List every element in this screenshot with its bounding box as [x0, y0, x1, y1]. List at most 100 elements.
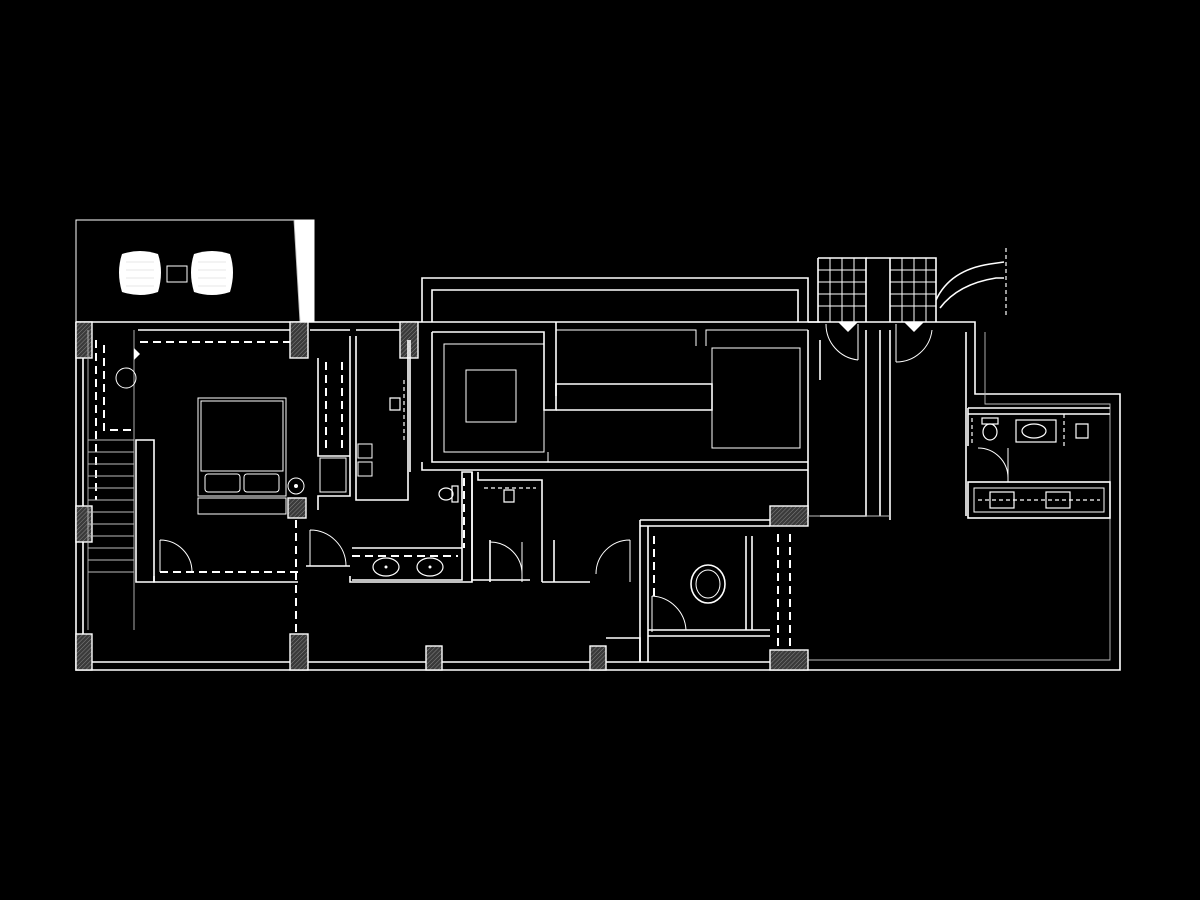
nightstand-lamp [287, 477, 305, 495]
bedroom-south-wall [153, 576, 298, 583]
atrium-inner-walls [555, 383, 713, 411]
stair-direction-arrow [134, 348, 140, 360]
void-opening [711, 347, 801, 449]
wall-outer-left-bottom [75, 322, 808, 671]
kitchen-counter [967, 481, 1111, 519]
stair-b-treads [890, 258, 936, 322]
powder-walls [967, 407, 1110, 446]
bath2-door-swing [651, 595, 687, 632]
bath2-south-wall [648, 629, 770, 637]
counter-sink [989, 491, 1015, 509]
bedroom-door-swing [159, 539, 193, 573]
central-living-area [421, 322, 808, 471]
column [289, 633, 309, 671]
counter-hob [1045, 491, 1071, 509]
powder-dashed [971, 414, 1065, 446]
powder-fixture [1075, 423, 1089, 439]
bathroom-second [639, 519, 791, 662]
stair-handrail-dashed-2 [103, 345, 136, 431]
bed-headboard [197, 497, 287, 515]
bath2-walls [639, 519, 770, 662]
master-bathroom [349, 471, 473, 583]
stair-treads [88, 439, 134, 573]
staircase-left [87, 330, 155, 630]
wall-top-center-outer [421, 277, 809, 322]
toilet-powder [981, 417, 999, 441]
column [287, 497, 307, 519]
outdoor-side-table [166, 265, 188, 283]
structural-columns [75, 321, 809, 671]
powder-vanity [1015, 419, 1057, 443]
stair-stringers [87, 330, 135, 630]
wall-right-outer [808, 321, 1121, 671]
living-south-wall [421, 462, 808, 471]
entrance-stairs [817, 248, 1007, 520]
corridor-door-swing-2 [595, 539, 631, 582]
wall-top-center-inner [431, 289, 799, 322]
stair-newel [115, 367, 137, 389]
powder-door-swing [977, 447, 1009, 482]
terrace-edge [293, 219, 301, 323]
outdoor-chair-left [119, 251, 161, 295]
bath2-right-wall [745, 536, 753, 630]
column [75, 633, 93, 671]
bedroom [140, 341, 350, 634]
terrace-wall-fill [294, 220, 314, 322]
terrace [75, 219, 315, 323]
corridor-walls [542, 540, 590, 583]
bathroom-walls [349, 471, 473, 583]
bed-mattress [200, 400, 284, 472]
tv-wall-unit [389, 397, 401, 411]
column [75, 321, 93, 359]
column [589, 645, 607, 671]
washbasin-right [416, 557, 444, 577]
stair-b-arrow [904, 322, 924, 332]
wall-right-inner [808, 332, 1111, 661]
stair-landing-wall [135, 439, 155, 583]
oval-bathtub-inner [695, 569, 721, 599]
wc-door-swing [489, 541, 523, 582]
entry-door-swing-b [895, 324, 933, 363]
dressing-stool-2 [357, 461, 373, 477]
entry-hall-walls-2 [889, 330, 967, 520]
toilet-master [438, 485, 459, 503]
right-wing [967, 407, 1111, 519]
wc-walls [471, 472, 543, 582]
living-rug [443, 343, 545, 453]
living-walls [431, 322, 808, 463]
stair-b-outline [889, 257, 937, 322]
entry-ramp-curve [935, 261, 1005, 309]
closet-walls [317, 336, 351, 510]
entry-door-swing-a [825, 323, 859, 361]
powder-washbasin [1021, 423, 1047, 439]
column [289, 321, 309, 359]
atrium-top-walls [556, 329, 808, 346]
closet-shelf [319, 457, 347, 493]
wall-inner-left-bottom [82, 330, 800, 663]
outdoor-chair-right [191, 251, 233, 295]
atrium-stubs [544, 409, 556, 462]
stair-a-arrow [838, 322, 858, 332]
stair-a-treads [818, 258, 866, 322]
column [769, 649, 809, 671]
kitchen-counter-inner [973, 487, 1105, 513]
bath2-dashed-right [777, 534, 791, 650]
dressing-walls [355, 336, 409, 501]
bed-pillow-right [243, 473, 280, 493]
bed-pillow-left [204, 473, 241, 493]
wc-fixture [503, 489, 515, 503]
double-bed [197, 397, 287, 497]
column [769, 505, 809, 527]
column [399, 321, 419, 359]
column [425, 645, 443, 671]
dressing-stool [357, 443, 373, 459]
closet [317, 336, 411, 510]
coffee-table [465, 369, 517, 423]
washbasin-left [372, 557, 400, 577]
corridor-door-swing [309, 529, 347, 567]
corridor-stub [606, 637, 641, 662]
corridor-wc [471, 472, 641, 662]
oval-bathtub [690, 564, 726, 604]
